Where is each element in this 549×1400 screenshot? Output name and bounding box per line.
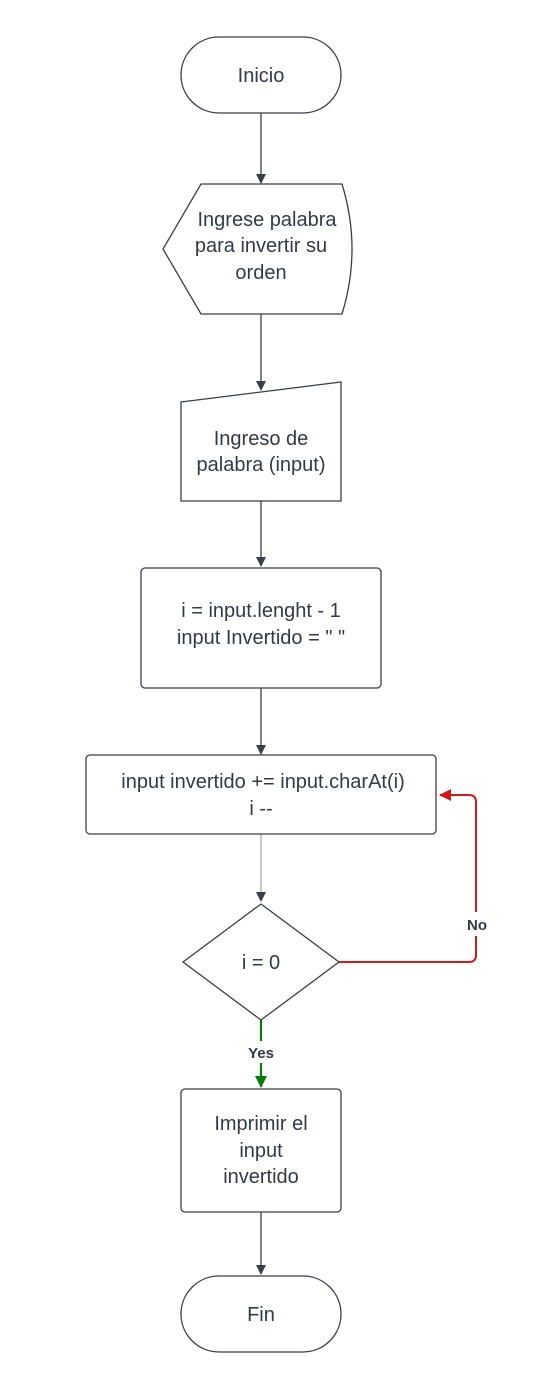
loop-process-shape xyxy=(85,754,437,835)
print-process-shape xyxy=(180,1088,342,1213)
edge-label-yes: Yes xyxy=(248,1045,274,1062)
prompt-line-2: para invertir su xyxy=(195,235,327,257)
loop-line-2: i -- xyxy=(249,798,272,820)
prompt-node: Ingrese palabra para invertir su orden xyxy=(162,183,353,315)
prompt-line-1: Ingrese palabra xyxy=(198,209,338,231)
start-node: Inicio xyxy=(180,36,342,114)
loop-line-1: input invertido += input.charAt(i) xyxy=(121,771,405,793)
loop-node: input invertido += input.charAt(i) i -- xyxy=(85,754,437,835)
end-terminator-shape xyxy=(180,1275,342,1353)
end-label: Fin xyxy=(247,1304,275,1326)
print-line-3: invertido xyxy=(223,1166,299,1188)
init-node: i = input.lenght - 1 input Invertido = "… xyxy=(140,567,382,689)
input-line-2: palabra (input) xyxy=(197,454,326,476)
end-node: Fin xyxy=(180,1275,342,1353)
start-label: Inicio xyxy=(238,65,285,87)
init-line-2: input Invertido = " " xyxy=(177,627,345,649)
yes-label-bg xyxy=(240,1041,282,1063)
manual-input-shape xyxy=(180,381,342,502)
decision-label: i = 0 xyxy=(242,952,280,974)
input-node: Ingreso de palabra (input) xyxy=(180,381,342,502)
start-terminator-shape xyxy=(180,36,342,114)
init-line-1: i = input.lenght - 1 xyxy=(181,600,341,622)
print-node: Imprimir el input invertido xyxy=(180,1088,342,1213)
input-line-1: Ingreso de xyxy=(214,428,309,450)
no-label-bg xyxy=(460,912,494,936)
init-process-shape xyxy=(140,567,382,689)
print-line-2: input xyxy=(239,1140,283,1162)
print-line-1: Imprimir el xyxy=(214,1113,307,1135)
decision-node: i = 0 xyxy=(181,903,341,1021)
decision-diamond-shape xyxy=(181,903,341,1021)
edge-decision-no xyxy=(339,789,477,963)
display-shape xyxy=(162,183,353,315)
prompt-line-3: orden xyxy=(235,262,286,284)
edge-label-no: No xyxy=(467,917,487,934)
